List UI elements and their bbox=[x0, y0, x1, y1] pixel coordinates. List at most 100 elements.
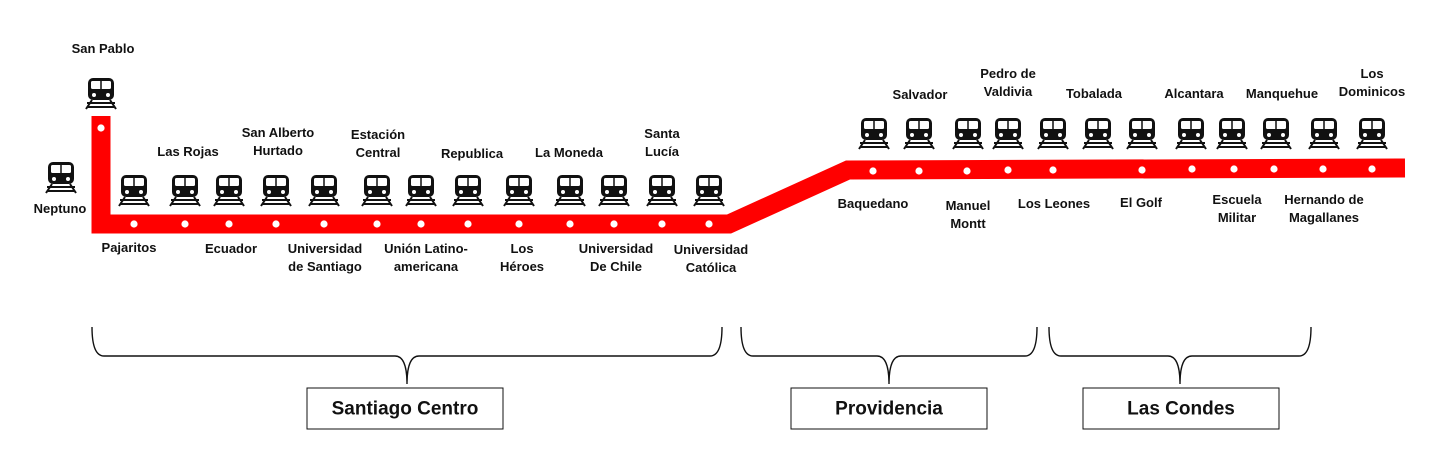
zone-las-condes: Las Condes bbox=[1048, 326, 1312, 430]
station-union-latinoamericana: Unión Latino-americana bbox=[384, 174, 468, 274]
zone-label-box bbox=[306, 387, 504, 430]
train-icon bbox=[952, 117, 984, 150]
zone-label: Providencia bbox=[835, 399, 943, 420]
zone-label-box bbox=[790, 387, 988, 430]
station-label: La Moneda bbox=[535, 145, 604, 160]
train-icon bbox=[45, 161, 77, 194]
train-icon bbox=[118, 174, 150, 207]
train-icon bbox=[405, 174, 437, 207]
train-icon bbox=[1037, 117, 1069, 150]
train-icon bbox=[598, 174, 630, 207]
station-label: Pajaritos bbox=[102, 240, 157, 255]
station-republica: Republica bbox=[441, 146, 504, 228]
station-alcantara: Alcantara bbox=[1164, 86, 1224, 173]
train-icon bbox=[858, 117, 890, 150]
zone-brace bbox=[740, 326, 1038, 385]
train-icon bbox=[1082, 117, 1114, 150]
train-icon bbox=[308, 174, 340, 207]
station-la-moneda: La Moneda bbox=[535, 145, 604, 228]
zone-label-box bbox=[1082, 387, 1280, 430]
station-los-leones: Los Leones bbox=[1018, 117, 1090, 211]
zone-label: Santiago Centro bbox=[332, 399, 479, 420]
station-label: Alcantara bbox=[1164, 86, 1224, 101]
station-dot bbox=[1004, 166, 1012, 174]
metro-line-1-track bbox=[91, 116, 1406, 234]
train-icon bbox=[554, 174, 586, 207]
station-label: El Golf bbox=[1120, 195, 1163, 210]
zone-santiago-centro: Santiago Centro bbox=[91, 326, 723, 430]
train-icon bbox=[452, 174, 484, 207]
station-manquehue: Manquehue bbox=[1246, 86, 1318, 173]
station-dot bbox=[963, 167, 971, 175]
station-dot bbox=[181, 220, 189, 228]
station-dot bbox=[1230, 165, 1238, 173]
station-label: Tobalada bbox=[1066, 86, 1123, 101]
station-label: Salvador bbox=[893, 87, 948, 102]
station-ecuador: Ecuador bbox=[205, 174, 257, 256]
station-label: Baquedano bbox=[838, 196, 909, 211]
station-las-rojas: Las Rojas bbox=[157, 144, 219, 228]
train-icon bbox=[169, 174, 201, 207]
zone-brace bbox=[91, 326, 723, 385]
station-dot bbox=[417, 220, 425, 228]
station-label: San Pablo bbox=[72, 41, 135, 56]
train-icon bbox=[1356, 117, 1388, 150]
station-dot bbox=[320, 220, 328, 228]
station-dot bbox=[566, 220, 574, 228]
station-dot bbox=[610, 220, 618, 228]
station-san-pablo: San Pablo bbox=[72, 41, 135, 132]
station-dot bbox=[1368, 165, 1376, 173]
train-icon bbox=[693, 174, 725, 207]
station-dot bbox=[1188, 165, 1196, 173]
station-dot bbox=[97, 124, 105, 132]
station-tobalada: Tobalada bbox=[1066, 86, 1123, 150]
station-label: Neptuno bbox=[34, 201, 87, 216]
station-dot bbox=[464, 220, 472, 228]
station-dot bbox=[658, 220, 666, 228]
station-dot bbox=[869, 167, 877, 175]
train-icon bbox=[903, 117, 935, 150]
train-icon bbox=[361, 174, 393, 207]
train-icon bbox=[260, 174, 292, 207]
station-el-golf: El Golf bbox=[1120, 117, 1163, 210]
station-salvador: Salvador bbox=[893, 87, 948, 175]
train-icon bbox=[1216, 117, 1248, 150]
zone-label: Las Condes bbox=[1127, 399, 1235, 420]
station-dot bbox=[915, 167, 923, 175]
station-label: Los Leones bbox=[1018, 196, 1090, 211]
train-icon bbox=[1308, 117, 1340, 150]
station-dot bbox=[373, 220, 381, 228]
station-label: Manquehue bbox=[1246, 86, 1318, 101]
station-dot bbox=[272, 220, 280, 228]
train-icon bbox=[85, 77, 117, 110]
zone-providencia: Providencia bbox=[740, 326, 1038, 430]
station-baquedano: Baquedano bbox=[838, 117, 909, 211]
station-dot bbox=[1049, 166, 1057, 174]
train-icon bbox=[1260, 117, 1292, 150]
station-label: Unión Latino-americana bbox=[384, 241, 468, 274]
train-icon bbox=[1126, 117, 1158, 150]
train-icon bbox=[1175, 117, 1207, 150]
station-label: Las Rojas bbox=[157, 144, 218, 159]
